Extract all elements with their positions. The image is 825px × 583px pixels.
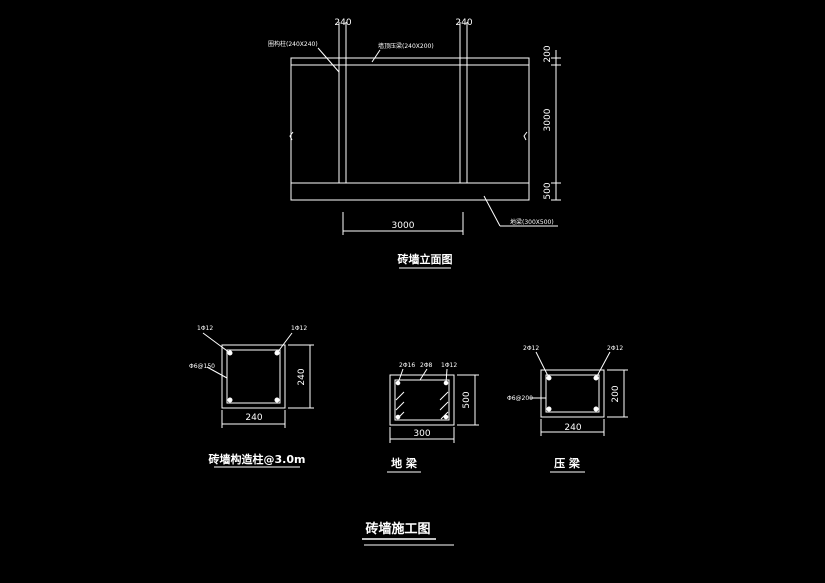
dim-label-foundation-height: 500: [543, 182, 553, 199]
leader-foundation-beam: [483, 195, 501, 227]
ground-beam-label-right: 1Φ12: [441, 362, 457, 369]
column-stirrup: [226, 349, 281, 404]
hatch-stroke: [395, 391, 405, 401]
ground-beam-section-title: 地 梁: [391, 456, 418, 470]
rebar-dot: [395, 414, 401, 420]
column-section: [202, 332, 314, 468]
dim-label-beam-height: 200: [543, 45, 553, 62]
leader-rebar-left: [202, 332, 231, 354]
dim-label-column-right: 240: [455, 18, 472, 28]
cap-beam-label-top-left: 2Φ12: [523, 345, 539, 352]
cap-beam-section-title: 压 梁: [554, 456, 581, 470]
cap-beam-outline: [540, 369, 605, 418]
hatch-stroke: [439, 391, 449, 401]
cap-beam-label-top-right: 2Φ12: [607, 345, 623, 352]
dim-label-column-left: 240: [334, 18, 351, 28]
rebar-dot: [443, 414, 449, 420]
leader-rebar-left: [535, 351, 550, 379]
ground-beam-label-left: 2Φ16: [399, 362, 415, 369]
elevation-view: [289, 22, 561, 269]
cap-beam-section: [530, 351, 628, 473]
rebar-dot: [593, 406, 599, 412]
rebar-dot: [546, 406, 552, 412]
ground-beam-dim-width: 300: [413, 429, 430, 439]
ground-beam-outline: [389, 374, 455, 426]
ground-beam-dim-height: 500: [462, 391, 472, 408]
column-dim-width: 240: [245, 413, 262, 423]
break-mark-right: [523, 131, 528, 141]
ground-beam-section: [387, 368, 479, 473]
cap-beam-dim-width: 240: [564, 423, 581, 433]
elevation-title: 砖墙立面图: [398, 252, 453, 266]
column-label-stirrup: Φ6@150: [189, 363, 215, 370]
leader-rebar-left: [397, 368, 404, 384]
column-label-top-left: 1Φ12: [197, 325, 213, 332]
break-mark-left: [289, 131, 294, 141]
ground-beam-stirrup: [394, 379, 450, 421]
leader-rebar-right: [445, 368, 448, 384]
leader-stirrup: [206, 366, 228, 379]
hatch-stroke: [439, 401, 449, 411]
sheet-title: 砖墙施工图: [365, 521, 430, 537]
dim-label-column-spacing: 3000: [392, 221, 415, 231]
leader-rebar-right: [276, 332, 293, 354]
dim-label-wall-height: 3000: [543, 108, 553, 131]
callout-column-text: 圈构柱(240X240): [268, 40, 318, 48]
leader-column: [317, 47, 340, 73]
column-section-title: 砖墙构造柱@3.0m: [209, 452, 306, 466]
cap-beam-stirrup: [545, 374, 600, 413]
hatch-stroke: [440, 411, 449, 420]
leader-rebar-right: [595, 351, 611, 379]
cap-beam-label-stirrup: Φ6@200: [507, 395, 533, 402]
column-dim-height: 240: [297, 368, 307, 385]
rebar-dot: [227, 397, 233, 403]
callout-foundation-beam-text: 地梁(300X500): [510, 218, 554, 226]
callout-ring-beam-text: 墙顶压梁(240X200): [378, 42, 434, 50]
rebar-dot: [274, 397, 280, 403]
column-outline: [221, 344, 286, 409]
column-label-top-right: 1Φ12: [291, 325, 307, 332]
cap-beam-dim-height: 200: [611, 385, 621, 402]
leader-rebar-mid: [419, 368, 428, 381]
wall-outline: [290, 57, 530, 201]
hatch-stroke: [396, 411, 405, 420]
leader-ring-beam: [371, 49, 381, 63]
hatch-stroke: [395, 401, 405, 411]
ground-beam-label-mid: 2Φ8: [420, 362, 433, 369]
